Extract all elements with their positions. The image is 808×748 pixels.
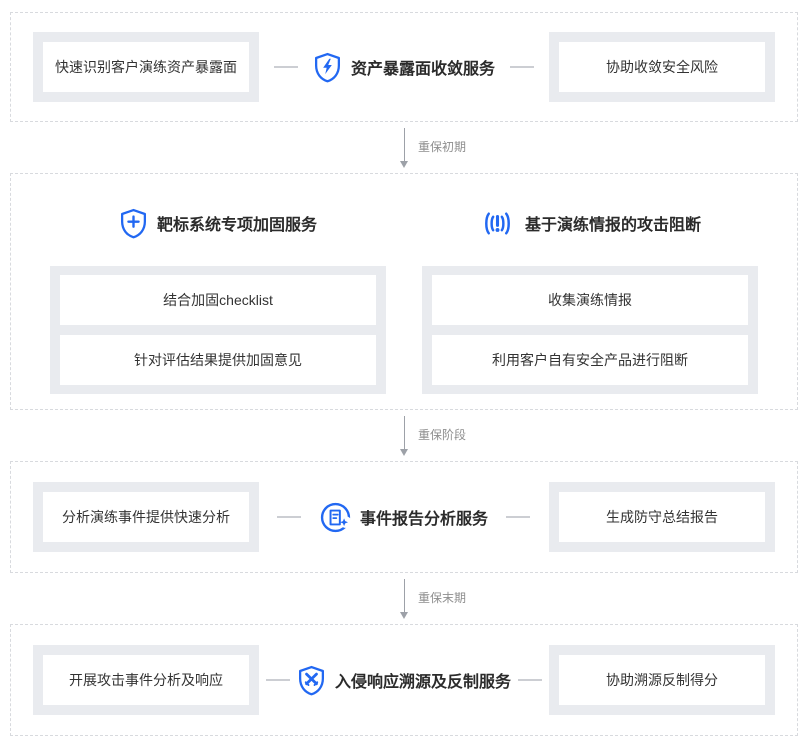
card-text: 结合加固checklist <box>60 275 376 325</box>
connector-dash <box>517 679 542 681</box>
stage-2-column-left: 靶标系统专项加固服务 结合加固checklist 针对评估结果提供加固意见 <box>50 207 386 394</box>
card-text: 协助收敛安全风险 <box>558 42 765 92</box>
report-document-icon <box>320 502 351 533</box>
stage-1-service: 资产暴露面收敛服务 <box>313 52 495 83</box>
card-text: 快速识别客户演练资产暴露面 <box>43 42 249 92</box>
stage-3-left-card: 分析演练事件提供快速分析 <box>33 482 259 552</box>
connector-dash <box>506 516 531 518</box>
shield-lightning-icon <box>313 52 342 83</box>
connector-dash <box>277 516 302 518</box>
stage-2-right-service: 基于演练情报的攻击阻断 <box>422 207 758 239</box>
connector-2: 重保阶段 <box>10 410 798 461</box>
stage-4-left-card: 开展攻击事件分析及响应 <box>33 645 259 715</box>
connector-dash <box>265 679 290 681</box>
service-title: 事件报告分析服务 <box>359 511 488 528</box>
service-title: 靶标系统专项加固服务 <box>156 217 317 234</box>
stage-1-right-card: 协助收敛安全风险 <box>548 32 775 102</box>
service-title: 基于演练情报的攻击阻断 <box>524 217 701 234</box>
stage-2-right-stack: 收集演练情报 利用客户自有安全产品进行阻断 <box>422 266 758 394</box>
card-text: 收集演练情报 <box>432 275 748 325</box>
card-text: 针对评估结果提供加固意见 <box>60 335 376 385</box>
card-text: 开展攻击事件分析及响应 <box>43 655 249 705</box>
stage-4: 开展攻击事件分析及响应 入侵响应溯源及反制服务 协助溯源反制得分 <box>10 624 798 736</box>
down-arrow-icon <box>399 578 409 619</box>
connector-3: 重保末期 <box>10 573 798 624</box>
stage-1-left-card: 快速识别客户演练资产暴露面 <box>33 32 259 102</box>
down-arrow-icon <box>399 127 409 168</box>
card-text: 协助溯源反制得分 <box>558 655 765 705</box>
stage-2: 靶标系统专项加固服务 结合加固checklist 针对评估结果提供加固意见 <box>10 173 798 410</box>
stage-1: 快速识别客户演练资产暴露面 资产暴露面收敛服务 协助收敛安全风险 <box>10 12 798 122</box>
stage-2-left-service: 靶标系统专项加固服务 <box>50 207 386 239</box>
stage-3-right-card: 生成防守总结报告 <box>548 482 775 552</box>
stage-4-service: 入侵响应溯源及反制服务 <box>297 665 511 696</box>
broadcast-alert-icon <box>479 208 516 239</box>
stage-2-column-right: 基于演练情报的攻击阻断 收集演练情报 利用客户自有安全产品进行阻断 <box>422 207 758 394</box>
connector-label: 重保阶段 <box>418 427 467 442</box>
down-arrow-icon <box>399 415 409 456</box>
connector-dash <box>273 66 298 68</box>
card-text: 分析演练事件提供快速分析 <box>43 492 249 542</box>
stage-4-right-card: 协助溯源反制得分 <box>548 645 775 715</box>
service-title: 入侵响应溯源及反制服务 <box>334 674 511 691</box>
connector-label: 重保初期 <box>418 139 467 154</box>
connector-1: 重保初期 <box>10 122 798 173</box>
shield-swords-icon <box>297 665 326 696</box>
stage-3-service: 事件报告分析服务 <box>320 502 488 533</box>
shield-plus-icon <box>119 208 148 239</box>
connector-label: 重保末期 <box>418 590 467 605</box>
card-text: 生成防守总结报告 <box>558 492 765 542</box>
stage-2-left-stack: 结合加固checklist 针对评估结果提供加固意见 <box>50 266 386 394</box>
service-title: 资产暴露面收敛服务 <box>350 61 495 78</box>
card-text: 利用客户自有安全产品进行阻断 <box>432 335 748 385</box>
stage-3: 分析演练事件提供快速分析 事件报告分析服务 生成防守总结报告 <box>10 461 798 573</box>
connector-dash <box>509 66 534 68</box>
